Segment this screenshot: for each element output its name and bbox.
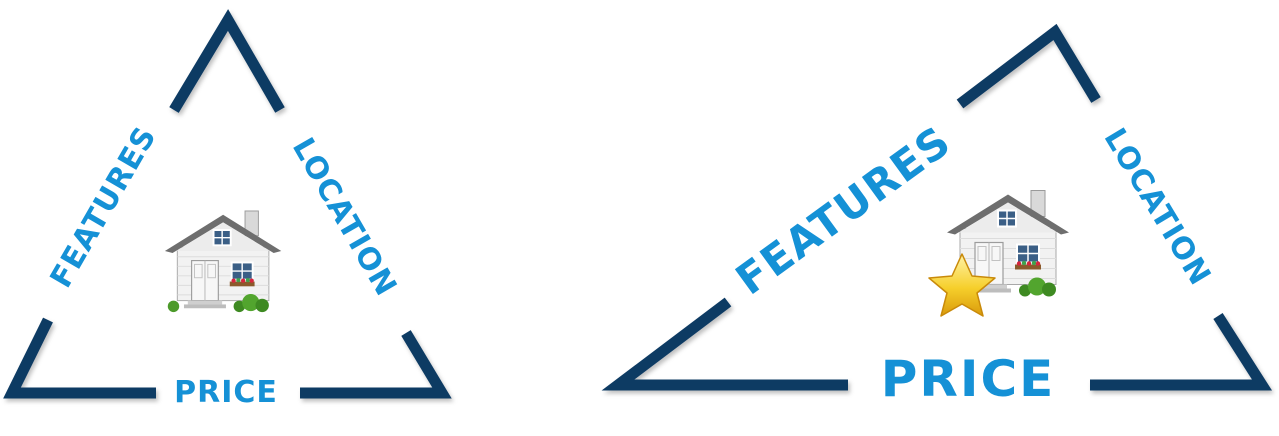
diagram-left: FEATURES LOCATION PRICE (3, 9, 452, 410)
frame-lower-left-corner (3, 317, 156, 399)
house-icon (163, 210, 283, 314)
frame-lower-right-corner-right (1090, 313, 1273, 391)
price-label-right: PRICE (881, 350, 1056, 408)
frame-apex-right (956, 23, 1101, 109)
frame-apex-left (169, 9, 285, 113)
features-label-left: FEATURES (44, 121, 164, 294)
frame-lower-right-corner (300, 330, 452, 399)
location-label-left: LOCATION (285, 132, 404, 303)
triangle-frame-right (601, 23, 1273, 391)
diagram-right: FEATURES LOCATION PRICE (601, 23, 1273, 408)
star-icon (928, 253, 996, 317)
features-label-right: FEATURES (727, 116, 960, 304)
triangle-frame-left (3, 9, 452, 399)
location-label-right: LOCATION (1097, 122, 1218, 291)
price-label-left: PRICE (174, 375, 278, 410)
frame-lower-left-corner-right (601, 297, 848, 391)
